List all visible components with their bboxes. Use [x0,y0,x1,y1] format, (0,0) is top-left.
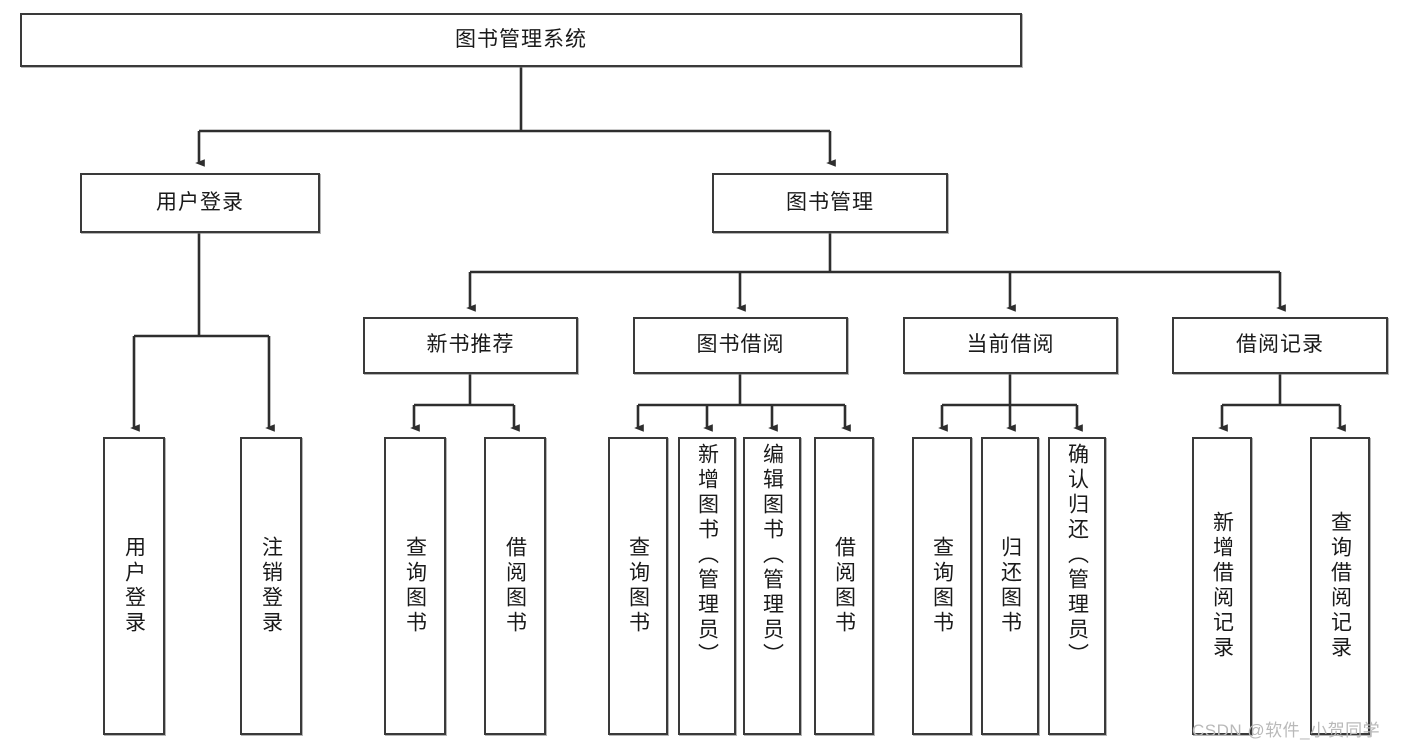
leaf-user-login[interactable]: 用户登录 [103,437,165,735]
node-current-borrowing[interactable]: 当前借阅 [903,317,1118,374]
node-label: 编辑图书（管理员） [760,443,784,668]
node-label: 借阅图书 [503,536,527,636]
node-borrowing-record[interactable]: 借阅记录 [1172,317,1388,374]
leaf-confirm-return-admin[interactable]: 确认归还（管理员） [1048,437,1106,735]
node-label: 新书推荐 [426,333,515,357]
leaf-add-book-admin[interactable]: 新增图书（管理员） [678,437,736,735]
node-label: 新增借阅记录 [1210,511,1234,661]
csdn-watermark: CSDN @软件_小贺同学 [1192,721,1381,740]
node-label: 用户登录 [122,536,146,636]
node-user-login[interactable]: 用户登录 [80,173,320,233]
node-label: 查询借阅记录 [1328,511,1352,661]
node-label: 用户登录 [156,190,244,214]
leaf-query-borrow-record[interactable]: 查询借阅记录 [1310,437,1370,735]
node-label: 查询图书 [626,536,650,636]
leaf-query-book-borrowing[interactable]: 查询图书 [608,437,668,735]
node-new-book-recommendation[interactable]: 新书推荐 [363,317,578,374]
leaf-logout[interactable]: 注销登录 [240,437,302,735]
node-label: 图书借阅 [696,333,785,357]
node-label: 注销登录 [259,536,283,636]
leaf-add-borrow-record[interactable]: 新增借阅记录 [1192,437,1252,735]
node-label: 图书管理 [786,190,874,214]
leaf-borrow-book-recommendation[interactable]: 借阅图书 [484,437,546,735]
node-label: 借阅图书 [832,536,856,636]
leaf-return-book[interactable]: 归还图书 [981,437,1039,735]
node-label: 图书管理系统 [455,27,587,51]
node-label: 新增图书（管理员） [695,443,719,668]
leaf-borrow-book-borrowing[interactable]: 借阅图书 [814,437,874,735]
node-label: 借阅记录 [1236,333,1324,357]
node-label: 归还图书 [998,536,1022,636]
node-label: 查询图书 [930,536,954,636]
node-label: 当前借阅 [966,333,1055,357]
node-root-book-management-system[interactable]: 图书管理系统 [20,13,1022,67]
leaf-edit-book-admin[interactable]: 编辑图书（管理员） [743,437,801,735]
node-label: 查询图书 [403,536,427,636]
leaf-query-book-current[interactable]: 查询图书 [912,437,972,735]
node-label: 确认归还（管理员） [1065,443,1089,668]
node-book-borrowing[interactable]: 图书借阅 [633,317,848,374]
node-book-management[interactable]: 图书管理 [712,173,948,233]
leaf-query-book-recommendation[interactable]: 查询图书 [384,437,446,735]
